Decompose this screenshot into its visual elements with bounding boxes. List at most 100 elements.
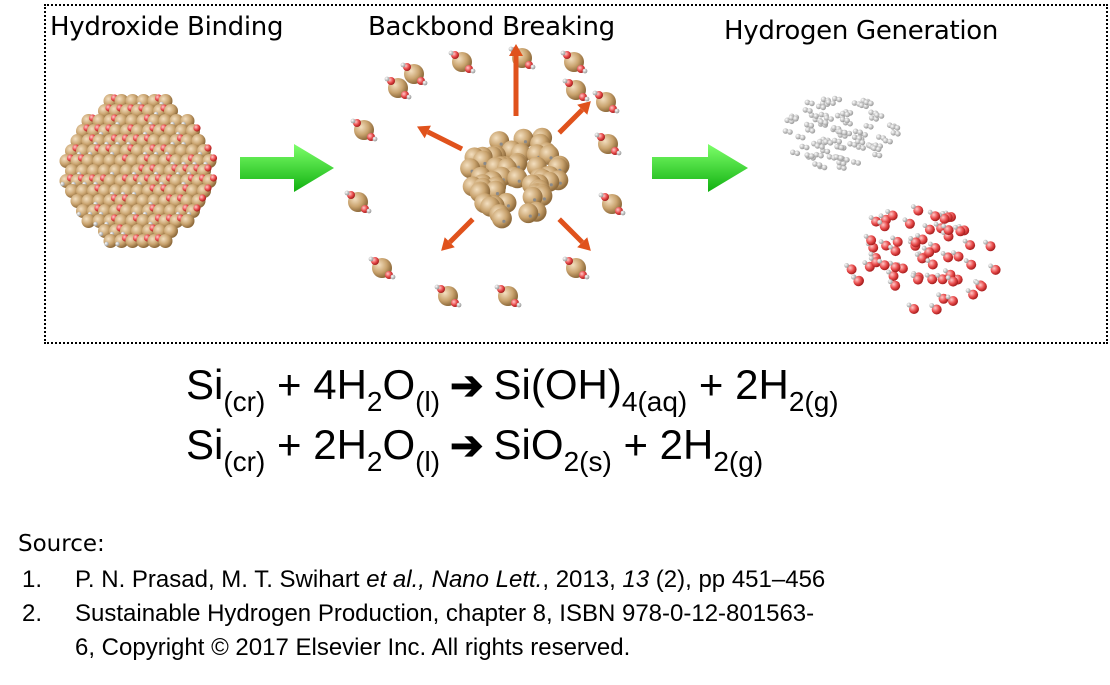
hydrogen-atom <box>790 149 796 156</box>
hydrogen-atom <box>809 128 816 134</box>
hydrogen-atom <box>809 100 815 107</box>
hydrogen-atom <box>808 153 815 159</box>
hydrogen-atom <box>828 116 834 122</box>
hydrogen-atom <box>350 118 356 124</box>
hydrogen-atom <box>822 120 829 126</box>
hydrogen-atom <box>372 136 378 142</box>
hydrogen-atom <box>844 111 851 118</box>
hydrogen-atom <box>499 142 503 146</box>
hydrogen-atom <box>815 103 822 110</box>
oxygen-atom <box>948 296 958 306</box>
hydrogen-atom <box>922 223 928 229</box>
green-arrow-1 <box>240 144 334 192</box>
hydrogen-atom <box>366 208 372 214</box>
hydrogen-atom <box>542 197 546 201</box>
hydrogen-atom <box>825 99 832 105</box>
hydrogen-atom <box>945 275 951 280</box>
hydrogen-atom <box>93 221 98 227</box>
silicon-atom <box>81 214 96 228</box>
red-arrow-head <box>509 44 523 56</box>
oxygen-atom <box>955 226 966 237</box>
oxygen-atom <box>853 276 864 287</box>
red-arrow-shaft <box>447 217 475 245</box>
reaction-arrow: ➔ <box>450 364 484 408</box>
hydrogen-atom <box>823 139 829 145</box>
oxygen-atom <box>193 204 201 212</box>
hydrogen-atom <box>894 125 901 131</box>
hydrogen-atom <box>878 213 884 219</box>
hydrogen-atom <box>76 211 82 217</box>
hydrogen-atom <box>808 122 815 129</box>
hydrogen-atom <box>787 129 793 135</box>
hydrogen-atom <box>875 146 882 153</box>
hydrogen-atom <box>523 140 528 144</box>
oxygen-atom <box>209 174 218 182</box>
hydrogen-atom <box>868 100 874 107</box>
red-arrow-shaft <box>557 217 585 245</box>
hydrogen-atom <box>872 151 878 158</box>
stage-label-hydroxide-binding: Hydroxide Binding <box>50 12 284 42</box>
hydrogen-atom <box>965 288 971 293</box>
hydrogen-atom <box>456 302 462 308</box>
reference-1: P. N. Prasad, M. T. Swihart et al., Nano… <box>75 566 826 593</box>
oxygen-atom <box>879 260 890 271</box>
hydrogen-atom <box>115 241 120 247</box>
oxygen-atom <box>890 262 901 273</box>
oxygen-atom <box>198 194 207 202</box>
hydrogen-atom <box>516 302 522 308</box>
hydrogen-atom <box>60 181 65 187</box>
hydrogen-atom <box>852 128 859 135</box>
hydrogen-atom <box>962 238 968 244</box>
hydrogen-atom <box>951 250 956 256</box>
hydrogen-atom <box>836 138 842 145</box>
hydrogen-atom <box>804 152 810 158</box>
oxygen-atom <box>931 304 942 315</box>
hydrogen-atom <box>799 134 806 141</box>
hydrogen-atom <box>876 134 882 140</box>
oxygen-atom <box>909 304 919 314</box>
hydrogen-atom <box>953 224 958 230</box>
red-dispersion-arrows <box>417 44 591 251</box>
hydrogen-atom <box>908 236 914 241</box>
oxygen-atom <box>924 224 935 235</box>
hydrogen-atom <box>850 159 857 165</box>
hydrogen-atom <box>823 115 830 121</box>
hydrogen-atom <box>836 96 843 103</box>
hydrogen-atom <box>862 260 868 266</box>
hydrogen-atom <box>821 164 828 171</box>
hydrogen-atom <box>844 263 849 268</box>
oxygen-atom <box>985 241 996 252</box>
hydrogen-atom <box>808 112 815 118</box>
hydrogen-atom <box>988 263 993 269</box>
oxygen-atom <box>910 237 921 248</box>
hydrogen-atom <box>826 154 833 160</box>
equation-1: Si(cr) + 4H2O(l)➔Si(OH)4(aq) + 2H2(g) <box>186 361 839 417</box>
hydrogen-atom <box>616 150 622 156</box>
source-label: Source: <box>18 531 105 557</box>
oxygen-atom <box>890 280 901 291</box>
red-arrow-shaft <box>426 129 464 152</box>
hydrogen-atom <box>871 145 877 152</box>
hydrogen-atom <box>963 258 969 264</box>
hydrogen-atom <box>833 154 840 160</box>
hydrogen-gas-cloud <box>782 95 901 171</box>
hydrogen-atom <box>840 160 847 167</box>
hydrogen-atom <box>890 130 897 136</box>
silicon-atom <box>180 214 195 228</box>
silicon-core-cluster <box>460 127 570 229</box>
oxygen-atom <box>904 218 915 229</box>
hydrogen-atom <box>868 215 874 221</box>
oxygen-atom <box>866 235 877 246</box>
oxygen-atom <box>990 264 1001 275</box>
hydrogen-atom <box>831 125 837 131</box>
hydrogen-atom <box>851 134 858 140</box>
oxygen-atom <box>976 281 987 292</box>
hydrogen-atom <box>834 112 841 119</box>
reaction-diagram: Hydroxide Binding Backbond Breaking Hydr… <box>44 4 1108 344</box>
hydrogen-atom <box>876 152 883 159</box>
hydrogen-atom <box>933 221 939 227</box>
hydrogen-atom <box>877 219 883 225</box>
hydrogen-atom <box>844 157 850 163</box>
hydrogen-atom <box>830 100 836 106</box>
hydrogen-atom <box>816 162 823 168</box>
